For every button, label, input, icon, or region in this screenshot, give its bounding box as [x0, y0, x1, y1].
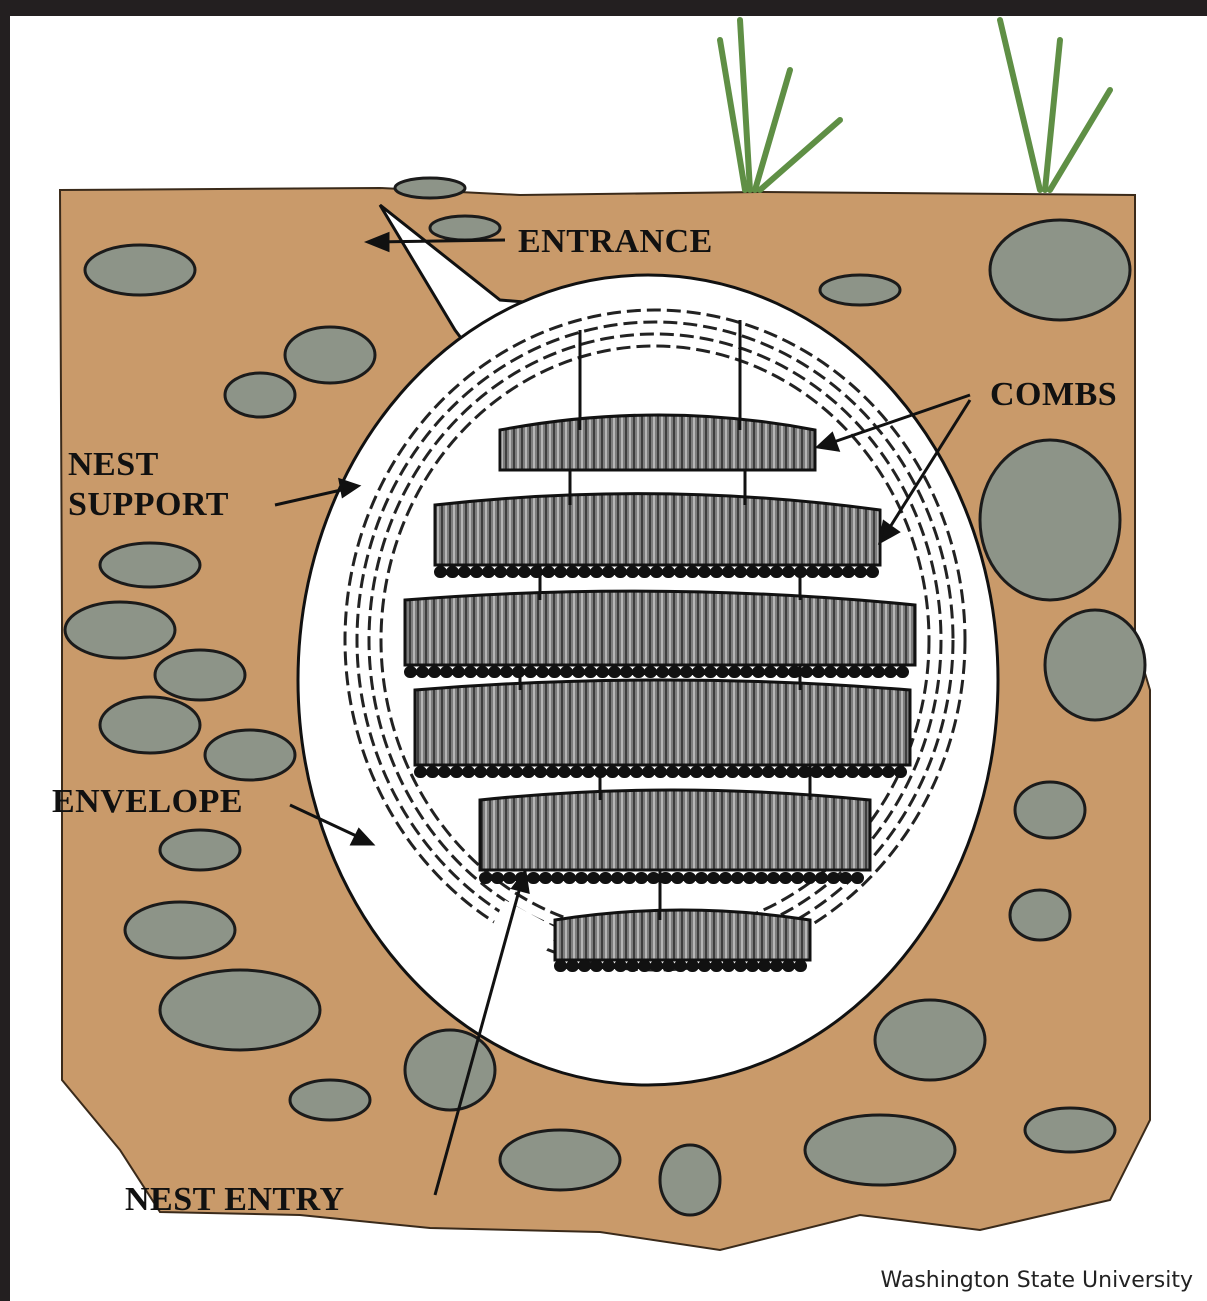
entrance-arrow: [375, 240, 505, 242]
comb-2: [435, 494, 880, 565]
comb-1: [500, 415, 815, 470]
nest-entry-label: NEST ENTRY: [125, 1181, 345, 1218]
combs-label: COMBS: [990, 376, 1117, 413]
comb-3: [405, 591, 915, 665]
nest-support-label-line2: SUPPORT: [68, 486, 229, 523]
credit-text: Washington State University: [881, 1268, 1193, 1293]
nest-support-label-line1: NEST: [68, 446, 159, 483]
grass: [720, 20, 1110, 190]
entrance-label: ENTRANCE: [518, 223, 713, 260]
envelope-label: ENVELOPE: [52, 783, 243, 820]
comb-4: [415, 680, 910, 765]
comb-6: [555, 910, 810, 960]
comb-5: [480, 790, 870, 870]
